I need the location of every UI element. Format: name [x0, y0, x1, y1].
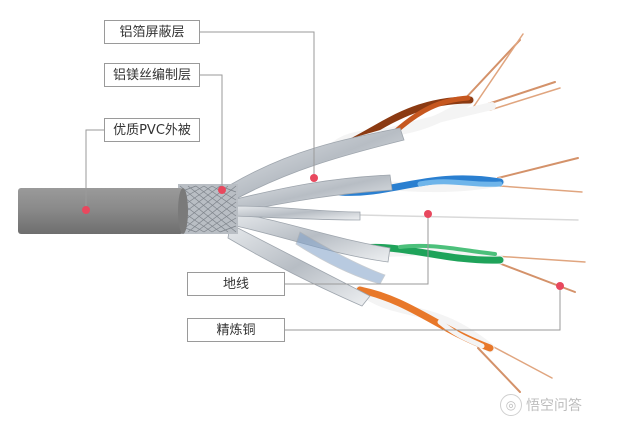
pvc-jacket: [18, 188, 188, 234]
marker-dot-ground: [424, 210, 432, 218]
marker-dot-braid: [218, 186, 226, 194]
label-ground-wire: 地线: [187, 272, 285, 296]
copper-conductors: [359, 33, 586, 393]
twisted-pairs: [325, 95, 505, 353]
marker-dot-copper: [556, 282, 564, 290]
watermark-text: 悟空问答: [526, 398, 582, 414]
watermark-logo-icon: ◎: [500, 394, 522, 416]
label-braid: 铝镁丝编制层: [104, 63, 200, 87]
watermark: ◎悟空问答: [500, 394, 582, 416]
marker-dots: [82, 174, 564, 290]
leader-lines: [85, 31, 561, 331]
marker-dot-foil: [310, 174, 318, 182]
marker-dot-jacket: [82, 206, 90, 214]
label-foil-shield: 铝箔屏蔽层: [104, 20, 200, 44]
foil-shield-strands: [227, 127, 405, 307]
label-copper: 精炼铜: [187, 318, 285, 342]
label-jacket: 优质PVC外被: [104, 118, 200, 142]
